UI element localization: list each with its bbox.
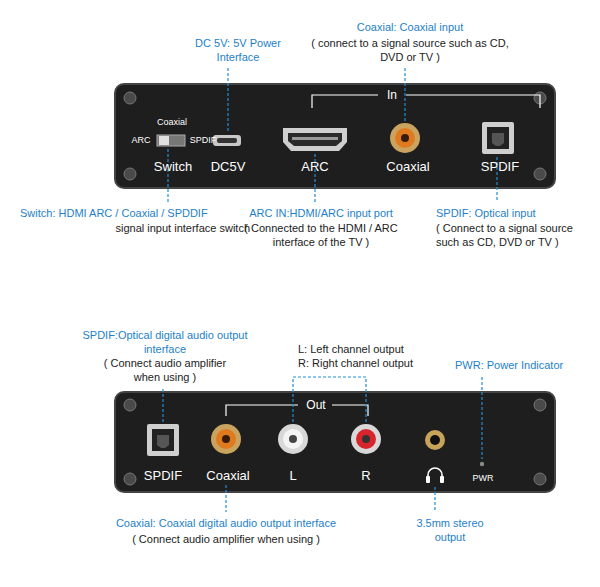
port-label: L xyxy=(281,468,305,483)
output-panel xyxy=(115,392,555,492)
callout-text: Coaxial: Coaxial input xyxy=(310,20,510,34)
callout-text: SPDIF: Optical input xyxy=(436,206,586,220)
switch-position: SPDIF xyxy=(186,133,220,147)
input-panel xyxy=(115,84,555,188)
switch-position: ARC xyxy=(126,133,156,147)
callout-note: ( Connect audio amplifier when using ) xyxy=(90,356,240,384)
port-label: PWR xyxy=(466,471,500,485)
callout-text: DC 5V: 5V Power Interface xyxy=(183,36,293,64)
callout-note: ( Connect audio amplifier when using ) xyxy=(76,532,376,546)
port-label: Switch xyxy=(143,159,203,174)
callout-text: ARC IN:HDMI/ARC input port xyxy=(224,206,418,220)
callout-text: PWR: Power Indicator xyxy=(455,358,590,372)
group-label: Out xyxy=(300,398,332,412)
callout-text: 3.5mm stereo output xyxy=(400,516,500,544)
group-label: In xyxy=(380,88,404,102)
callout-text: Coaxial: Coaxial digital audio output in… xyxy=(76,516,376,530)
port-label: SPDIF xyxy=(131,468,195,483)
port-label: Coaxial xyxy=(192,468,264,483)
callout-text: Switch: HDMI ARC / Coaxial / SPDDIF xyxy=(20,206,250,220)
callout-note: ( Connect to a signal source such as CD,… xyxy=(436,221,586,249)
callout-text: SPDIF:Optical digital audio output inter… xyxy=(80,328,250,356)
callout-text: L: Left channel output xyxy=(298,342,443,356)
callout-note: ( connect to a signal source such as CD,… xyxy=(310,36,510,64)
callout-note: ( Connected to the HDMI / ARC interface … xyxy=(224,221,418,249)
callout-text: R: Right channel output xyxy=(298,356,443,370)
port-label: ARC xyxy=(288,159,342,174)
switch-position: Coaxial xyxy=(150,115,194,129)
callout-note: signal input interface switch xyxy=(20,221,250,235)
port-label: SPDIF xyxy=(468,159,532,174)
port-label: R xyxy=(354,468,378,483)
port-label: DC5V xyxy=(198,159,258,174)
port-label: Coaxial xyxy=(372,159,444,174)
